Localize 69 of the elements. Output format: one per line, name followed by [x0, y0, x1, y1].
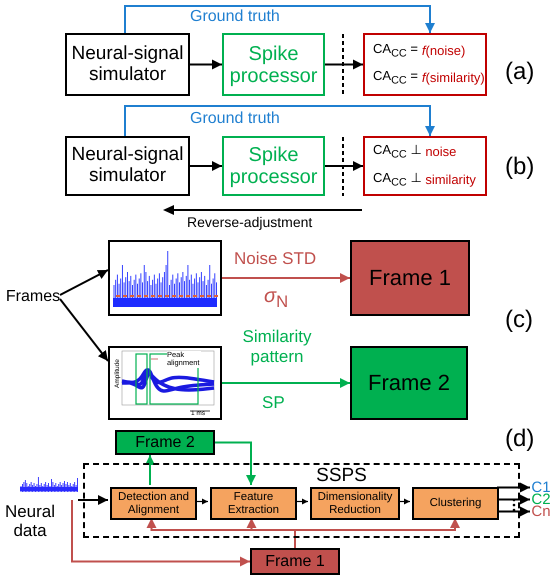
formula-term: CA$_{CC}$ ⊥	[373, 143, 422, 162]
box-label: Dimensionality Reduction	[316, 490, 394, 516]
parameter-symbol: σ$_{N}$	[264, 285, 288, 312]
formula-value: similarity	[425, 172, 476, 187]
box-label: Spike processor	[228, 144, 318, 188]
arrow	[398, 498, 410, 504]
box-label: Detection and Alignment	[117, 490, 190, 516]
formula-term: CA$_{CC}$ ⊥	[373, 170, 422, 189]
formula-term: CA$_{CC}$ =	[373, 69, 418, 88]
arrow	[497, 494, 530, 504]
result-box	[363, 136, 487, 196]
arrow	[294, 518, 460, 548]
step-box	[110, 487, 197, 520]
panel-label: (a)	[505, 58, 534, 86]
arrow	[145, 455, 155, 485]
step-box	[310, 487, 400, 520]
arrow	[222, 273, 350, 283]
parameter-symbol: SP	[262, 393, 285, 413]
arrow	[124, 105, 435, 136]
arrow	[60, 269, 108, 296]
frame-box	[350, 240, 470, 316]
arrow	[190, 60, 222, 70]
box-label: Frame 2	[367, 370, 451, 396]
box-label: Spike processor	[228, 42, 318, 86]
box-label: Clustering	[428, 497, 482, 510]
panel-label: (b)	[505, 153, 534, 181]
arrow	[325, 161, 363, 171]
frame-box	[115, 430, 215, 455]
arrow	[190, 161, 222, 171]
panel-label: (c)	[505, 306, 533, 334]
arrow	[325, 60, 363, 70]
process-box	[222, 33, 325, 96]
box-label: Feature Extraction	[226, 490, 280, 516]
output-label: C1	[530, 480, 552, 495]
process-box	[222, 136, 325, 196]
step-box	[412, 487, 499, 520]
formula-value: f(similarity)	[422, 71, 485, 86]
arrow	[78, 495, 108, 505]
arrow	[59, 298, 109, 362]
arrow	[124, 5, 435, 33]
step-box	[210, 487, 297, 520]
panel-label: (d)	[505, 425, 534, 453]
box-label: Neural-signal simulator	[70, 145, 184, 187]
formula-value: noise	[425, 145, 458, 160]
process-box	[65, 136, 190, 196]
result-box	[363, 33, 487, 96]
direction-label: Reverse-adjustment	[187, 214, 312, 230]
formula-term: CA$_{CC}$ =	[373, 42, 418, 60]
arrow	[497, 506, 530, 516]
arrow	[295, 498, 308, 504]
formula-value: f(noise)	[422, 44, 466, 58]
arrow	[497, 482, 530, 492]
group-title: SSPS	[316, 466, 367, 487]
frame-box	[350, 346, 468, 420]
box-label: Neural-signal simulator	[70, 44, 184, 86]
group-box	[83, 463, 520, 538]
box-label: Frame 1	[368, 266, 452, 290]
output-label: C2	[530, 492, 552, 507]
box-label: Frame 1	[264, 552, 326, 570]
arrow	[215, 442, 256, 485]
node-label: Frames	[4, 287, 62, 307]
arrow	[222, 378, 350, 388]
frame-box	[250, 548, 340, 575]
box-label: Frame 2	[134, 434, 196, 452]
process-box	[65, 33, 190, 96]
arrow	[71, 500, 250, 566]
caption-text: Neural data	[4, 503, 56, 540]
output-label: Cn	[530, 504, 552, 519]
arrow	[195, 498, 208, 504]
